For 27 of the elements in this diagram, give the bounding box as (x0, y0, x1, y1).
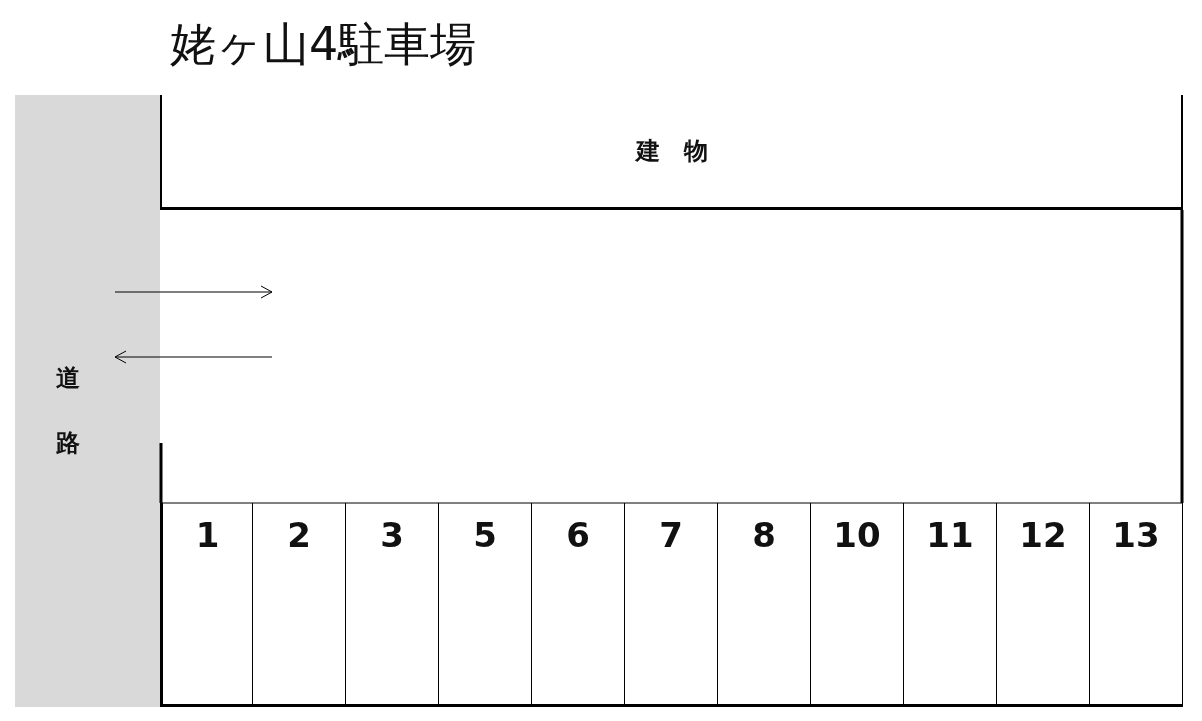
stall-number: 13 (1112, 515, 1160, 557)
stall-number: 3 (380, 515, 404, 557)
stall-number: 11 (926, 515, 974, 557)
stall-number: 1 (195, 515, 220, 557)
stall-number: 10 (833, 515, 881, 557)
parking-stall (904, 503, 997, 707)
parking-stall (160, 503, 253, 707)
parking-stall (811, 503, 904, 707)
stall-number: 7 (659, 515, 683, 557)
parking-stall (718, 503, 811, 707)
parking-stall (532, 503, 625, 707)
parking-stall (439, 503, 532, 707)
title: 姥ヶ山4駐車場 (170, 16, 477, 73)
parking-stall (1090, 503, 1183, 707)
parking-stall (997, 503, 1090, 707)
parking-stall (346, 503, 439, 707)
stall-number: 5 (473, 515, 497, 557)
stall-number: 8 (752, 515, 776, 557)
stall-number: 6 (566, 515, 590, 557)
road-label: 道路 (55, 363, 80, 459)
stall-number: 12 (1019, 515, 1067, 557)
building-area (160, 95, 1183, 210)
parking-stall (625, 503, 718, 707)
parking-stall (253, 503, 346, 707)
road-area (15, 95, 160, 707)
stall-number: 2 (287, 515, 311, 557)
building-label: 建 物 (635, 136, 708, 167)
